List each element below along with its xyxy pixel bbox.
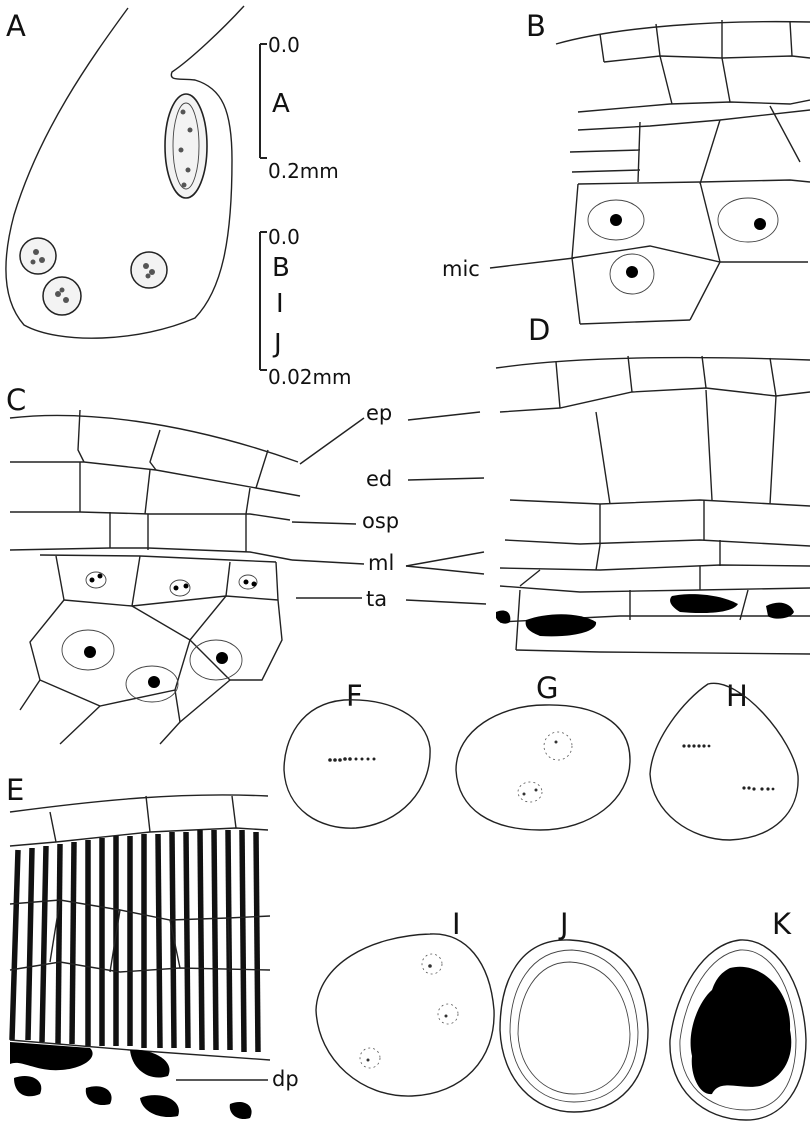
- stripes: [12, 830, 258, 1052]
- dot-row-f: [328, 757, 375, 762]
- label-ep: ep: [366, 401, 392, 425]
- label-ed: ed: [366, 467, 392, 491]
- locule-left: [20, 238, 56, 274]
- scale-top-end: 0.2mm: [268, 159, 339, 183]
- panel-f: F: [284, 679, 430, 828]
- panel-b: B mic: [442, 9, 810, 324]
- panel-a: A: [6, 6, 244, 338]
- scale-bottom-letter-j: J: [272, 329, 282, 359]
- scale-bottom-letter-b: B: [272, 253, 290, 283]
- panel-letter-e: E: [6, 773, 24, 807]
- panel-i: I: [316, 907, 494, 1096]
- anther-outline: [6, 6, 244, 338]
- panel-letter-a: A: [6, 9, 26, 43]
- panel-letter-j: J: [558, 907, 569, 941]
- locule-right: [131, 252, 167, 288]
- panel-letter-g: G: [536, 671, 558, 705]
- panel-c: C: [6, 383, 300, 744]
- scale-bar-bottom: 0.0 B I J 0.02mm: [260, 225, 352, 389]
- scale-bar-top: 0.0 A 0.2mm: [260, 33, 339, 183]
- label-ml: ml: [368, 551, 394, 575]
- panel-letter-b: B: [526, 9, 546, 43]
- scale-bottom-end: 0.02mm: [268, 365, 352, 389]
- label-ta: ta: [366, 587, 387, 611]
- panel-j: J: [500, 907, 648, 1112]
- scale-bottom-letter-i: I: [276, 289, 284, 319]
- scale-top-letter: A: [272, 89, 290, 119]
- panel-letter-f: F: [346, 679, 363, 713]
- locule-top: [165, 94, 207, 198]
- panel-d: D: [496, 313, 810, 654]
- panel-k: K: [670, 907, 806, 1120]
- label-mic: mic: [442, 257, 480, 281]
- scale-bottom-start: 0.0: [268, 225, 300, 249]
- dot-row-h: [682, 744, 774, 790]
- panel-letter-c: C: [6, 383, 26, 417]
- panel-e: E: [6, 773, 299, 1119]
- panel-letter-i: I: [452, 907, 461, 941]
- layer-labels: ep ed osp ml ta: [292, 401, 486, 611]
- scale-top-start: 0.0: [268, 33, 300, 57]
- locule-bottom: [43, 277, 81, 315]
- panel-g: G: [456, 671, 630, 830]
- panel-h: H: [650, 679, 798, 840]
- label-dp: dp: [272, 1067, 299, 1091]
- panel-letter-d: D: [528, 313, 550, 347]
- panel-letter-k: K: [772, 907, 792, 941]
- label-osp: osp: [362, 509, 399, 533]
